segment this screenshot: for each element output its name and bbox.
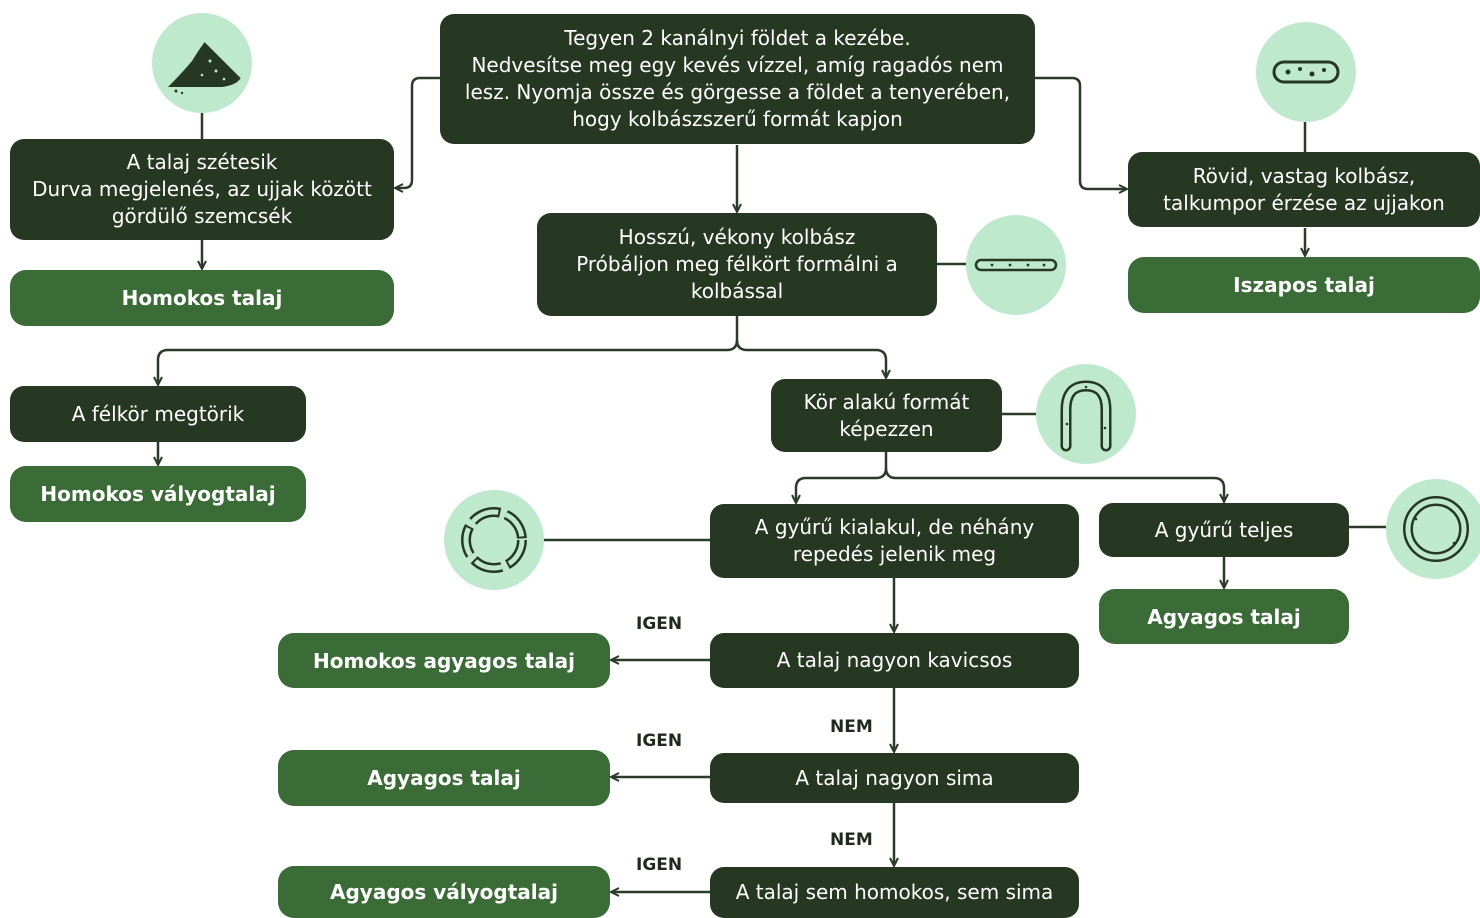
short-thick-sausage-box: Rövid, vastag kolbász, talkumpor érzése … <box>1128 152 1480 227</box>
cracked-ring-icon <box>444 490 544 590</box>
yes-label-1: IGEN <box>636 614 683 634</box>
clay-soil-result-1: Agyagos talaj <box>1099 589 1349 644</box>
long-thin-sausage-box: Hosszú, vékony kolbász Próbáljon meg fél… <box>537 213 937 316</box>
sandy-loam-result: Homokos vályogtalaj <box>10 466 306 522</box>
very-gritty-box: A talaj nagyon kavicsos <box>710 633 1079 688</box>
neither-sandy-nor-smooth-box: A talaj sem homokos, sem sima <box>710 867 1079 918</box>
soil-falls-apart-box: A talaj szétesik Durva megjelenés, az uj… <box>10 139 394 240</box>
sandy-soil-result: Homokos talaj <box>10 270 394 326</box>
clay-loam-result: Agyagos vályogtalaj <box>278 866 610 918</box>
silty-soil-result: Iszapos talaj <box>1128 257 1480 313</box>
no-label-2: NEM <box>830 830 873 850</box>
horseshoe-icon <box>1036 364 1136 464</box>
yes-label-3: IGEN <box>636 855 683 875</box>
semicircle-breaks-box: A félkör megtörik <box>10 386 306 442</box>
no-label-1: NEM <box>830 717 873 737</box>
start-instruction-box: Tegyen 2 kanálnyi földet a kezébe. Nedve… <box>440 14 1035 144</box>
short-sausage-icon <box>1256 22 1356 122</box>
yes-label-2: IGEN <box>636 731 683 751</box>
long-sausage-icon <box>966 215 1066 315</box>
very-smooth-box: A talaj nagyon sima <box>710 753 1079 803</box>
ring-complete-box: A gyűrű teljes <box>1099 503 1349 557</box>
sand-pile-icon <box>152 13 252 113</box>
full-ring-icon <box>1386 479 1480 579</box>
clay-soil-result-2: Agyagos talaj <box>278 750 610 806</box>
sandy-clay-result: Homokos agyagos talaj <box>278 633 610 688</box>
make-circle-box: Kör alakú formát képezzen <box>771 379 1002 452</box>
ring-with-cracks-box: A gyűrű kialakul, de néhány repedés jele… <box>710 504 1079 578</box>
